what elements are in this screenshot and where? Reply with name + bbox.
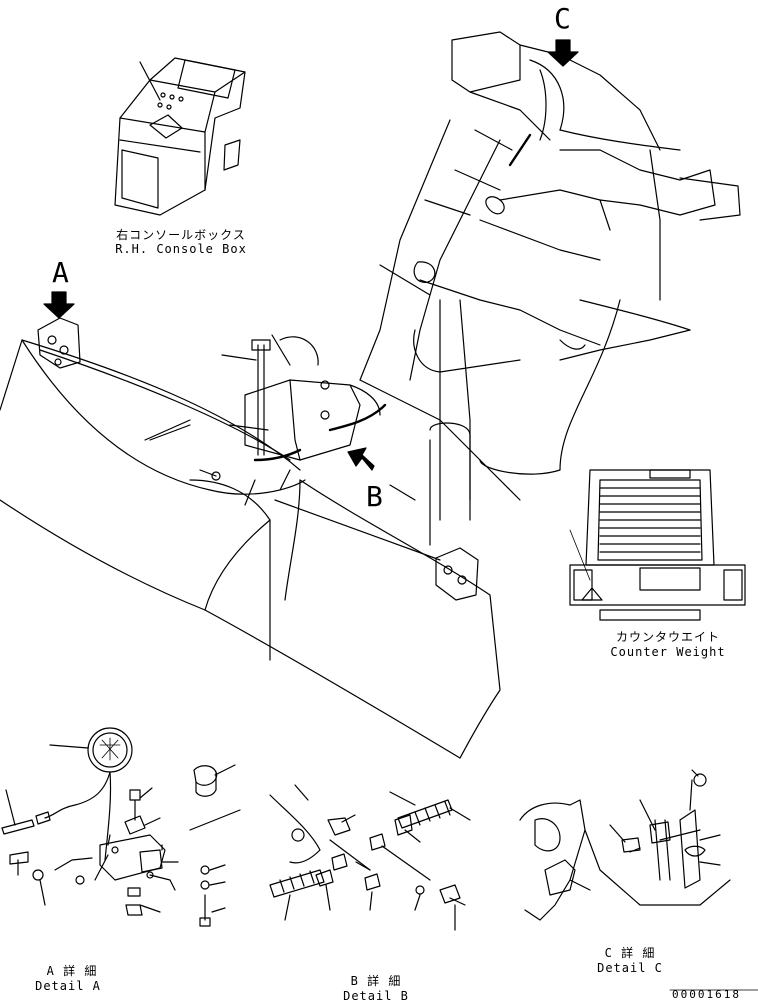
callout-a: A [52,256,69,289]
console-box-label-en: R.H. Console Box [115,242,247,256]
detail-c-label-jp: C 詳 細 [604,946,656,960]
detail-b-drawing [269,784,471,931]
detail-a-label-jp: A 詳 細 [46,964,98,978]
main-leader-lines [149,129,513,506]
detail-c-drawing [519,769,731,921]
detail-a-drawing [1,727,241,927]
counter-weight-label-en: Counter Weight [610,645,726,659]
blade-drawing [0,317,501,759]
drawing-number: 00001618 [672,988,741,1001]
detail-b-label-en: Detail B [343,989,409,1003]
detail-a-label-en: Detail A [35,979,101,993]
detail-c-label-en: Detail C [597,961,663,975]
detail-b-label-jp: B 詳 細 [350,974,402,988]
counter-weight-drawing [569,469,746,621]
callout-b: B [366,480,383,513]
counter-weight-label-jp: カウンタウエイト [615,630,721,644]
console-box-drawing [114,57,246,216]
console-box-label-jp: 右コンソールボックス [116,228,246,242]
callout-arrows [43,39,579,471]
callout-c: C [554,2,571,35]
frame-drawing [199,31,741,546]
